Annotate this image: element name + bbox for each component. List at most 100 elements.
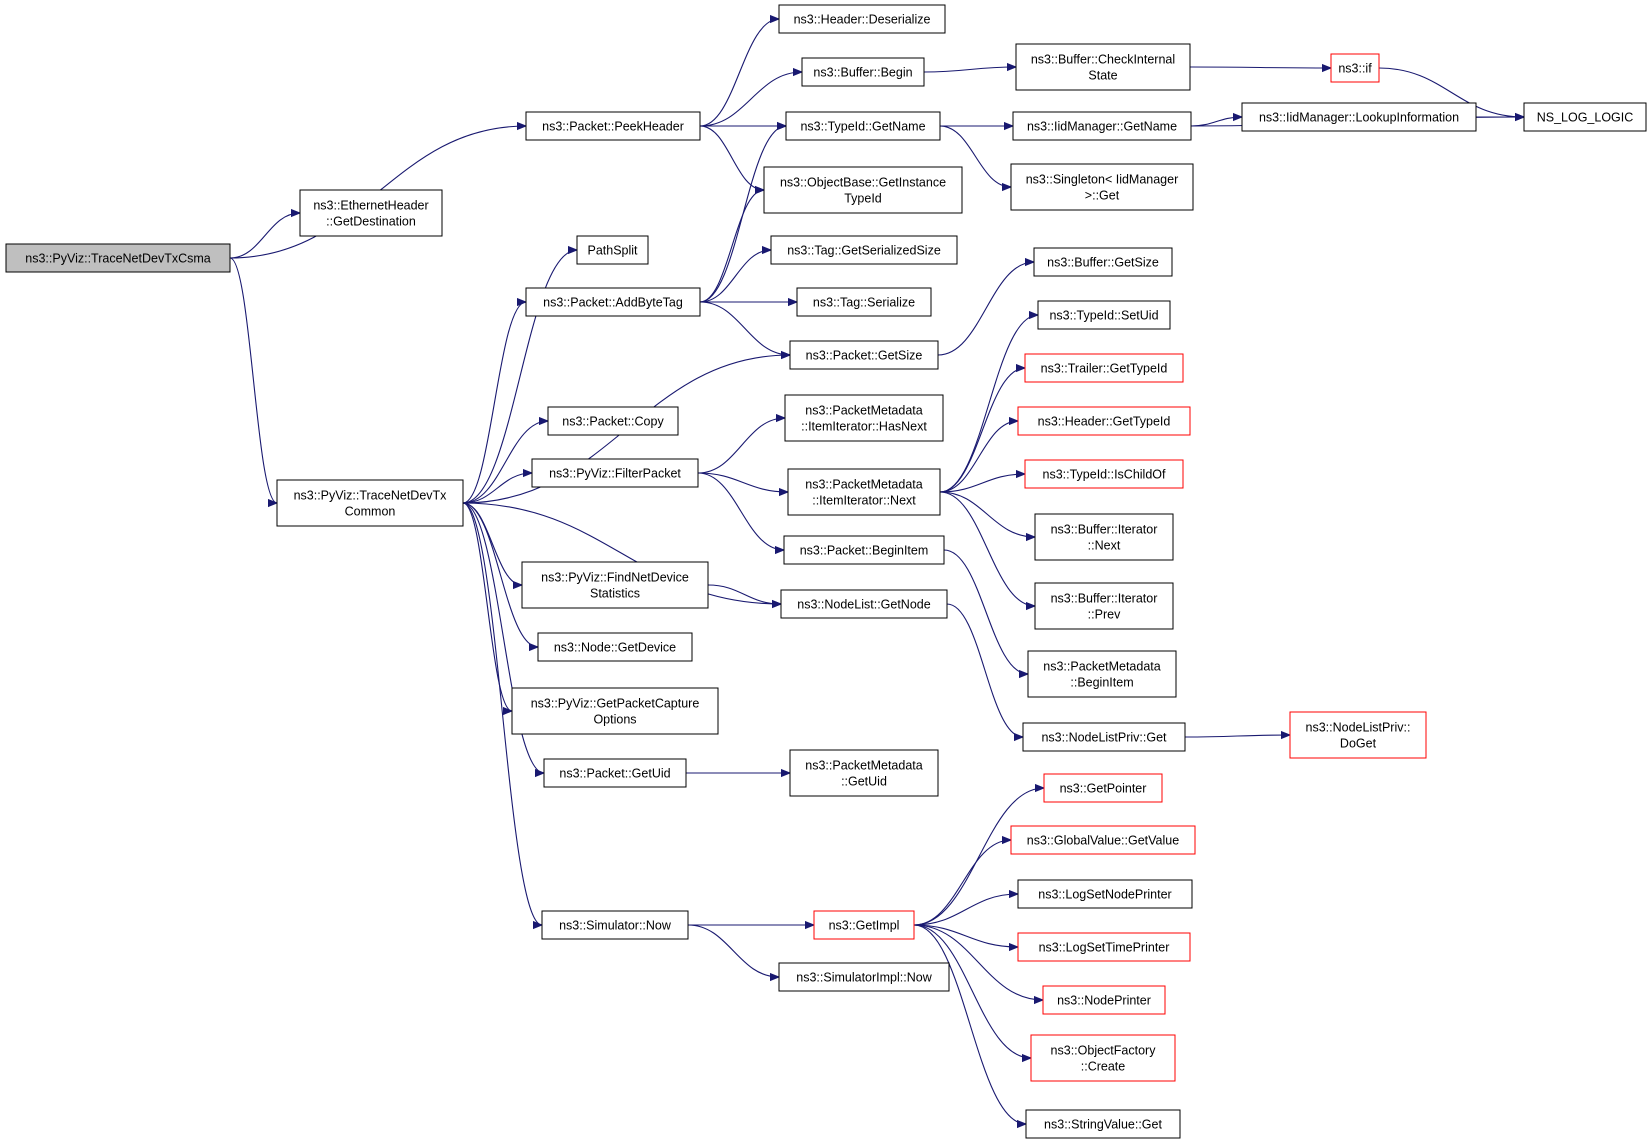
node-if[interactable]: ns3::if: [1330, 53, 1380, 83]
node-nlpriv_doget-label-0: ns3::NodeListPriv::: [1306, 721, 1411, 735]
edge-root-to-eth_getdest: [229, 213, 300, 259]
node-nlpriv_doget-label-1: DoGet: [1340, 737, 1377, 751]
node-simimpl_now-box: [778, 962, 950, 992]
node-bufit_prev[interactable]: ns3::Buffer::Iterator::Prev: [1034, 582, 1174, 630]
node-objfactory_create[interactable]: ns3::ObjectFactory::Create: [1030, 1034, 1176, 1082]
node-pm_hasnext[interactable]: ns3::PacketMetadata::ItemIterator::HasNe…: [784, 394, 944, 442]
node-pathsplit[interactable]: PathSplit: [576, 235, 649, 265]
node-tag_ser[interactable]: ns3::Tag::Serialize: [796, 287, 932, 317]
node-singleton_get-box: [1010, 163, 1194, 211]
node-buf_getsize[interactable]: ns3::Buffer::GetSize: [1033, 247, 1173, 277]
node-eth_getdest[interactable]: ns3::EthernetHeader::GetDestination: [299, 189, 443, 237]
node-hdr_deser[interactable]: ns3::Header::Deserialize: [778, 4, 946, 34]
node-iidmgr_lookup-box: [1241, 102, 1477, 132]
node-root[interactable]: ns3::PyViz::TraceNetDevTxCsma: [5, 243, 231, 273]
node-stringvalue_get[interactable]: ns3::StringValue::Get: [1025, 1109, 1181, 1139]
edge-addbytetag-to-objbase_git: [699, 190, 765, 303]
node-if-label-0: ns3::if: [1338, 62, 1372, 76]
node-getuid-box: [543, 758, 687, 788]
node-singleton_get[interactable]: ns3::Singleton< IidManager >::Get: [1010, 163, 1194, 211]
edge-common-to-pathsplit: [462, 250, 577, 504]
edge-common-to-getpcap: [462, 502, 513, 711]
edge-getimpl-to-gv_getvalue: [913, 840, 1011, 926]
edge-common-to-getuid: [462, 502, 545, 773]
node-getpointer-box: [1043, 773, 1163, 803]
node-logsetnodeprinter[interactable]: ns3::LogSetNodePrinter: [1017, 879, 1193, 909]
node-peekheader[interactable]: ns3::Packet::PeekHeader: [525, 111, 701, 141]
edge-pm_next-to-header_gtid: [939, 421, 1018, 493]
node-logsettimeprinter[interactable]: ns3::LogSetTimePrinter: [1017, 932, 1191, 962]
node-trailer_gtid[interactable]: ns3::Trailer::GetTypeId: [1024, 353, 1184, 383]
node-nl_getnode[interactable]: ns3::NodeList::GetNode: [780, 589, 948, 619]
node-simnow[interactable]: ns3::Simulator::Now: [541, 910, 689, 940]
node-simimpl_now[interactable]: ns3::SimulatorImpl::Now: [778, 962, 950, 992]
node-singleton_get-label-1: >::Get: [1085, 189, 1120, 203]
node-buf_checkint-label-1: State: [1088, 69, 1117, 83]
node-buf_begin-label-0: ns3::Buffer::Begin: [813, 66, 912, 80]
edge-peekheader-to-buf_begin: [699, 72, 802, 127]
node-tag_gss[interactable]: ns3::Tag::GetSerializedSize: [770, 235, 958, 265]
node-buf_getsize-box: [1033, 247, 1173, 277]
node-pm_getuid-box: [789, 749, 939, 797]
node-pm_getuid-label-0: ns3::PacketMetadata: [805, 759, 922, 773]
node-copy[interactable]: ns3::Packet::Copy: [547, 406, 679, 436]
edge-iidmgr_getname-to-iidmgr_lookup: [1190, 117, 1242, 127]
node-pm_next[interactable]: ns3::PacketMetadata::ItemIterator::Next: [787, 468, 941, 516]
node-header_gtid[interactable]: ns3::Header::GetTypeId: [1017, 406, 1191, 436]
node-iidmgr_getname[interactable]: ns3::IidManager::GetName: [1012, 111, 1192, 141]
edge-pm_next-to-trailer_gtid: [939, 368, 1025, 493]
node-bufit_next-label-1: ::Next: [1088, 539, 1121, 553]
node-pm_getuid[interactable]: ns3::PacketMetadata::GetUid: [789, 749, 939, 797]
node-buf_checkint-box: [1015, 43, 1191, 91]
node-buf_checkint-label-0: ns3::Buffer::CheckInternal: [1031, 53, 1175, 67]
node-findnetdev-label-0: ns3::PyViz::FindNetDevice: [541, 571, 689, 585]
node-ns_log[interactable]: NS_LOG_LOGIC: [1523, 102, 1647, 132]
edge-pm_next-to-typeid_ischild: [939, 474, 1025, 493]
node-typeid_getname[interactable]: ns3::TypeId::GetName: [785, 111, 941, 141]
node-addbytetag-box: [525, 287, 701, 317]
node-pkt_getsize[interactable]: ns3::Packet::GetSize: [789, 340, 939, 370]
node-iidmgr_lookup[interactable]: ns3::IidManager::LookupInformation: [1241, 102, 1477, 132]
node-findnetdev-box: [521, 561, 709, 609]
node-typeid_ischild-box: [1024, 459, 1184, 489]
node-gv_getvalue[interactable]: ns3::GlobalValue::GetValue: [1010, 825, 1196, 855]
node-addbytetag[interactable]: ns3::Packet::AddByteTag: [525, 287, 701, 317]
node-getdevice[interactable]: ns3::Node::GetDevice: [537, 632, 693, 662]
node-nlpriv_doget[interactable]: ns3::NodeListPriv::DoGet: [1289, 711, 1427, 759]
edge-addbytetag-to-pkt_getsize: [699, 301, 790, 355]
node-root-box: [5, 243, 231, 273]
edge-common-to-addbytetag: [462, 302, 527, 504]
node-getimpl[interactable]: ns3::GetImpl: [813, 910, 915, 940]
node-filterpacket[interactable]: ns3::PyViz::FilterPacket: [531, 458, 699, 488]
edge-filterpacket-to-pm_hasnext: [697, 418, 785, 474]
edge-common-to-filterpacket: [462, 473, 532, 504]
node-tag_gss-box: [770, 235, 958, 265]
edge-addbytetag-to-tag_gss: [699, 250, 771, 303]
edge-common-to-simnow: [462, 502, 543, 925]
node-getpcap-label-0: ns3::PyViz::GetPacketCapture: [531, 697, 700, 711]
node-pkt_beginitem[interactable]: ns3::Packet::BeginItem: [783, 535, 945, 565]
node-getuid[interactable]: ns3::Packet::GetUid: [543, 758, 687, 788]
node-typeid_setuid[interactable]: ns3::TypeId::SetUid: [1037, 300, 1171, 330]
node-bufit_prev-label-0: ns3::Buffer::Iterator: [1051, 592, 1158, 606]
node-buf_begin[interactable]: ns3::Buffer::Begin: [801, 57, 925, 87]
node-pm_hasnext-label-0: ns3::PacketMetadata: [805, 404, 922, 418]
node-bufit_prev-label-1: ::Prev: [1088, 608, 1121, 622]
node-nodeprinter[interactable]: ns3::NodePrinter: [1042, 985, 1166, 1015]
node-objbase_git-box: [763, 166, 963, 214]
node-getpcap-box: [511, 687, 719, 735]
node-pm_beginitem[interactable]: ns3::PacketMetadata::BeginItem: [1027, 650, 1177, 698]
node-typeid_ischild[interactable]: ns3::TypeId::IsChildOf: [1024, 459, 1184, 489]
node-getdevice-label-0: ns3::Node::GetDevice: [554, 641, 676, 655]
node-simnow-label-0: ns3::Simulator::Now: [559, 919, 672, 933]
node-nlpriv_get[interactable]: ns3::NodeListPriv::Get: [1022, 722, 1186, 752]
node-buf_begin-box: [801, 57, 925, 87]
node-getpointer[interactable]: ns3::GetPointer: [1043, 773, 1163, 803]
node-pm_beginitem-label-1: ::BeginItem: [1070, 676, 1133, 690]
node-bufit_next[interactable]: ns3::Buffer::Iterator::Next: [1034, 513, 1174, 561]
